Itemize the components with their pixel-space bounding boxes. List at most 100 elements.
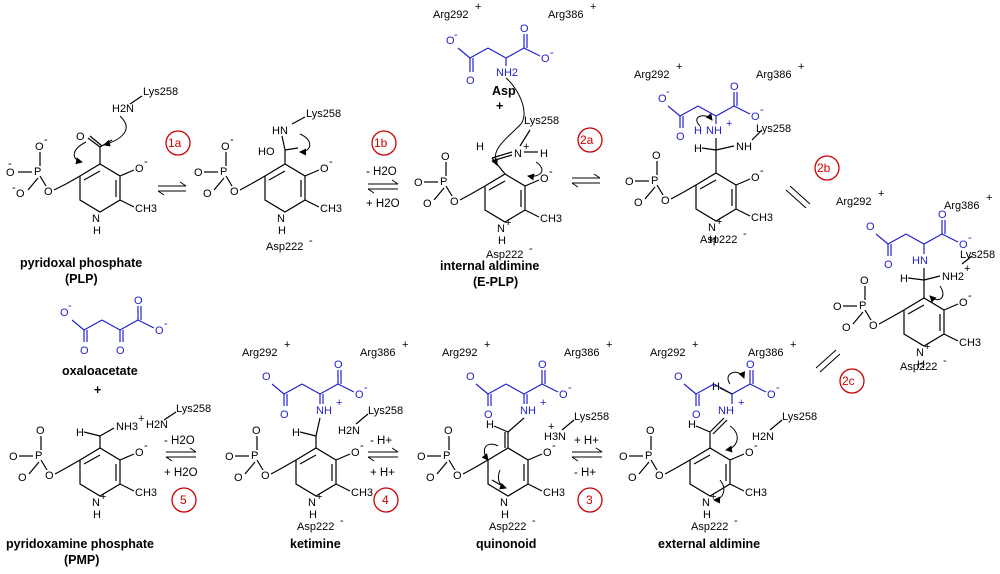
atom-o: O bbox=[35, 141, 44, 153]
plp-name: pyridoxal phosphate bbox=[20, 256, 142, 270]
asp222-label: Asp222 bbox=[700, 234, 737, 246]
asp222-label: Asp222 bbox=[266, 241, 303, 253]
charge: - bbox=[12, 182, 16, 194]
atom-o: O bbox=[6, 167, 15, 179]
oaa-name: oxaloacetate bbox=[62, 364, 138, 378]
atom-o: O bbox=[44, 186, 53, 198]
atom-o: O bbox=[625, 176, 634, 188]
atom-o: O bbox=[444, 425, 453, 437]
atom-o: O bbox=[692, 409, 701, 421]
atom-o: O bbox=[634, 197, 643, 209]
condition: + H+ bbox=[370, 467, 395, 479]
ketimine-name: ketimine bbox=[290, 537, 341, 551]
atom-o: O bbox=[441, 151, 450, 163]
step-1a: 1a bbox=[165, 130, 191, 156]
condition: - H+ bbox=[574, 467, 596, 479]
charge: - bbox=[309, 235, 313, 247]
quinonoid-name: quinonoid bbox=[476, 537, 536, 551]
arg386-label: Arg386 bbox=[564, 347, 599, 359]
atom-h2n: H2N bbox=[146, 419, 168, 431]
molecule-plp: O O - CH3 N H O P O - - O O - H2N Lys258… bbox=[6, 86, 178, 286]
asp-name: Asp bbox=[492, 84, 516, 98]
charge: + bbox=[692, 339, 698, 351]
charge: - bbox=[532, 515, 536, 527]
atom-o: O bbox=[351, 447, 360, 459]
atom-o: O bbox=[9, 451, 18, 463]
charge: - bbox=[550, 47, 554, 59]
atom-o: O bbox=[938, 209, 947, 221]
atom-o: O bbox=[842, 322, 851, 334]
charge: + bbox=[986, 192, 992, 204]
atom-p: P bbox=[645, 450, 652, 462]
charge: - bbox=[44, 134, 48, 146]
charge: - bbox=[144, 156, 148, 168]
plp-phenolate: O bbox=[135, 163, 144, 175]
atom-o: O bbox=[453, 470, 462, 482]
atom-nh: NH bbox=[736, 141, 752, 153]
molecule-carbinolamine-2: Arg292 + Arg386 + O O O O - HN H NH2 + L… bbox=[833, 188, 995, 373]
charge: - bbox=[529, 243, 533, 255]
atom-h: H bbox=[93, 509, 101, 521]
charge: + bbox=[336, 397, 342, 409]
charge: + bbox=[540, 397, 546, 409]
equilibrium-arrow-2b bbox=[785, 185, 811, 209]
equilibrium-arrow-4: - H+ + H+ bbox=[367, 435, 399, 479]
atom-ch3: CH3 bbox=[745, 487, 767, 499]
atom-o: O bbox=[655, 470, 664, 482]
eplp-name: internal aldimine bbox=[440, 259, 539, 273]
atom-h: H bbox=[93, 225, 101, 237]
atom-h: H bbox=[540, 148, 548, 160]
atom-h2n: H2N bbox=[338, 425, 360, 437]
charge: + bbox=[676, 61, 682, 73]
atom-h: H bbox=[703, 509, 711, 521]
atom-o: O bbox=[45, 470, 54, 482]
atom-h: H bbox=[498, 235, 506, 247]
charge: - bbox=[549, 166, 553, 178]
atom-n: N bbox=[514, 148, 522, 160]
equilibrium-arrow-1a bbox=[157, 181, 187, 196]
atom-o: O bbox=[540, 173, 549, 185]
atom-o: O bbox=[959, 239, 968, 251]
charge: + bbox=[138, 413, 144, 425]
atom-o: O bbox=[520, 23, 529, 35]
charge: + bbox=[790, 339, 796, 351]
atom-o: O bbox=[116, 345, 125, 357]
atom-ch3: CH3 bbox=[540, 213, 562, 225]
charge: - bbox=[968, 290, 972, 302]
lys258-label: Lys258 bbox=[756, 123, 791, 135]
plp-methyl: CH3 bbox=[135, 203, 157, 215]
atom-o: O bbox=[414, 177, 423, 189]
step-1b: 1b bbox=[371, 130, 397, 156]
atom-o: O bbox=[484, 409, 493, 421]
equilibrium-arrow-2c bbox=[815, 349, 841, 373]
atom-p: P bbox=[859, 300, 866, 312]
atom-h: H bbox=[278, 225, 286, 237]
lys258-label: Lys258 bbox=[368, 405, 403, 417]
lys258-label: Lys258 bbox=[960, 249, 995, 261]
atom-o: O bbox=[767, 389, 776, 401]
atom-o: O bbox=[252, 425, 261, 437]
atom-nh: NH bbox=[718, 405, 734, 417]
atom-nh2: NH2 bbox=[942, 271, 964, 283]
charge: - bbox=[666, 86, 670, 98]
atom-nh2: NH2 bbox=[496, 67, 518, 79]
charge: + bbox=[475, 1, 481, 13]
charge: + bbox=[726, 118, 732, 130]
charge: - bbox=[568, 382, 572, 394]
atom-o: O bbox=[423, 198, 432, 210]
arg292-label: Arg292 bbox=[650, 347, 685, 359]
atom-o: O bbox=[751, 111, 760, 123]
step-4: 4 bbox=[373, 487, 399, 513]
lys258-label: Lys258 bbox=[176, 403, 211, 415]
arg292-label: Arg292 bbox=[836, 196, 871, 208]
atom-o: O bbox=[541, 53, 550, 65]
charge: - bbox=[454, 29, 458, 41]
condition: + H2O bbox=[366, 198, 400, 210]
charge: + bbox=[716, 216, 722, 228]
atom-p: P bbox=[35, 450, 42, 462]
step-3: 3 bbox=[577, 487, 603, 513]
charge: + bbox=[590, 1, 596, 13]
atom-n: N bbox=[497, 223, 505, 235]
molecule-oxaloacetate: O - O O O O - oxaloacetate + bbox=[60, 295, 168, 397]
